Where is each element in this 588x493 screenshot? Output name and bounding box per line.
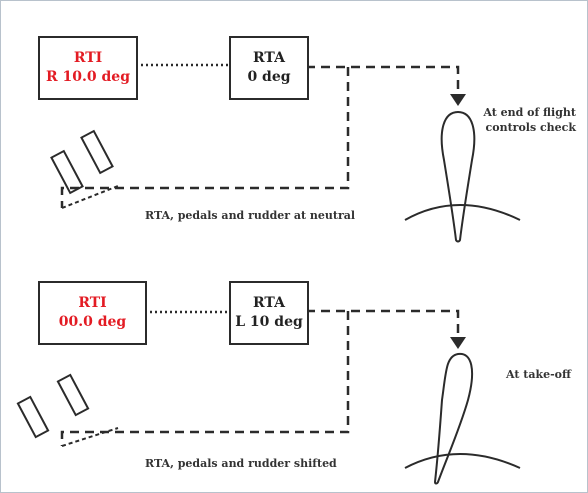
bottom-caption: RTA, pedals and rudder shifted [145, 457, 337, 470]
top-pedals [50, 129, 119, 209]
top-side-label-line1: At end of flight [483, 106, 576, 119]
top-rti-value: R 10.0 deg [46, 69, 130, 85]
bottom-rta-title: RTA [253, 295, 285, 311]
top-rti-box: RTI R 10.0 deg [38, 36, 138, 100]
top-caption: RTA, pedals and rudder at neutral [145, 209, 356, 222]
bottom-rti-box: RTI 00.0 deg [38, 281, 147, 345]
bottom-dashed-to-rudder [306, 309, 460, 340]
top-rudder [440, 110, 476, 243]
top-rta-title: RTA [253, 50, 285, 66]
bottom-pedals [16, 373, 119, 447]
top-dashed-to-rudder [306, 65, 460, 97]
bottom-dashed-loop [60, 311, 350, 446]
bottom-arrowhead [450, 337, 466, 349]
top-dashed-loop [60, 67, 350, 208]
bottom-rudder [433, 352, 474, 485]
bottom-rti-value: 00.0 deg [58, 314, 127, 330]
top-side-label: At end of flight controls check [476, 105, 576, 135]
top-side-label-line2: controls check [485, 121, 576, 134]
top-arc [404, 204, 521, 221]
top-rta-value: 0 deg [247, 69, 291, 85]
top-rti-title: RTI [73, 50, 103, 66]
bottom-arc [404, 453, 521, 469]
bottom-rta-box: RTA L 10 deg [229, 281, 309, 345]
bottom-rti-title: RTI [78, 295, 107, 311]
bottom-side-label: At take-off [506, 368, 572, 381]
bottom-rta-value: L 10 deg [235, 314, 303, 330]
top-rta-box: RTA 0 deg [229, 36, 309, 100]
top-arrowhead [450, 94, 466, 106]
